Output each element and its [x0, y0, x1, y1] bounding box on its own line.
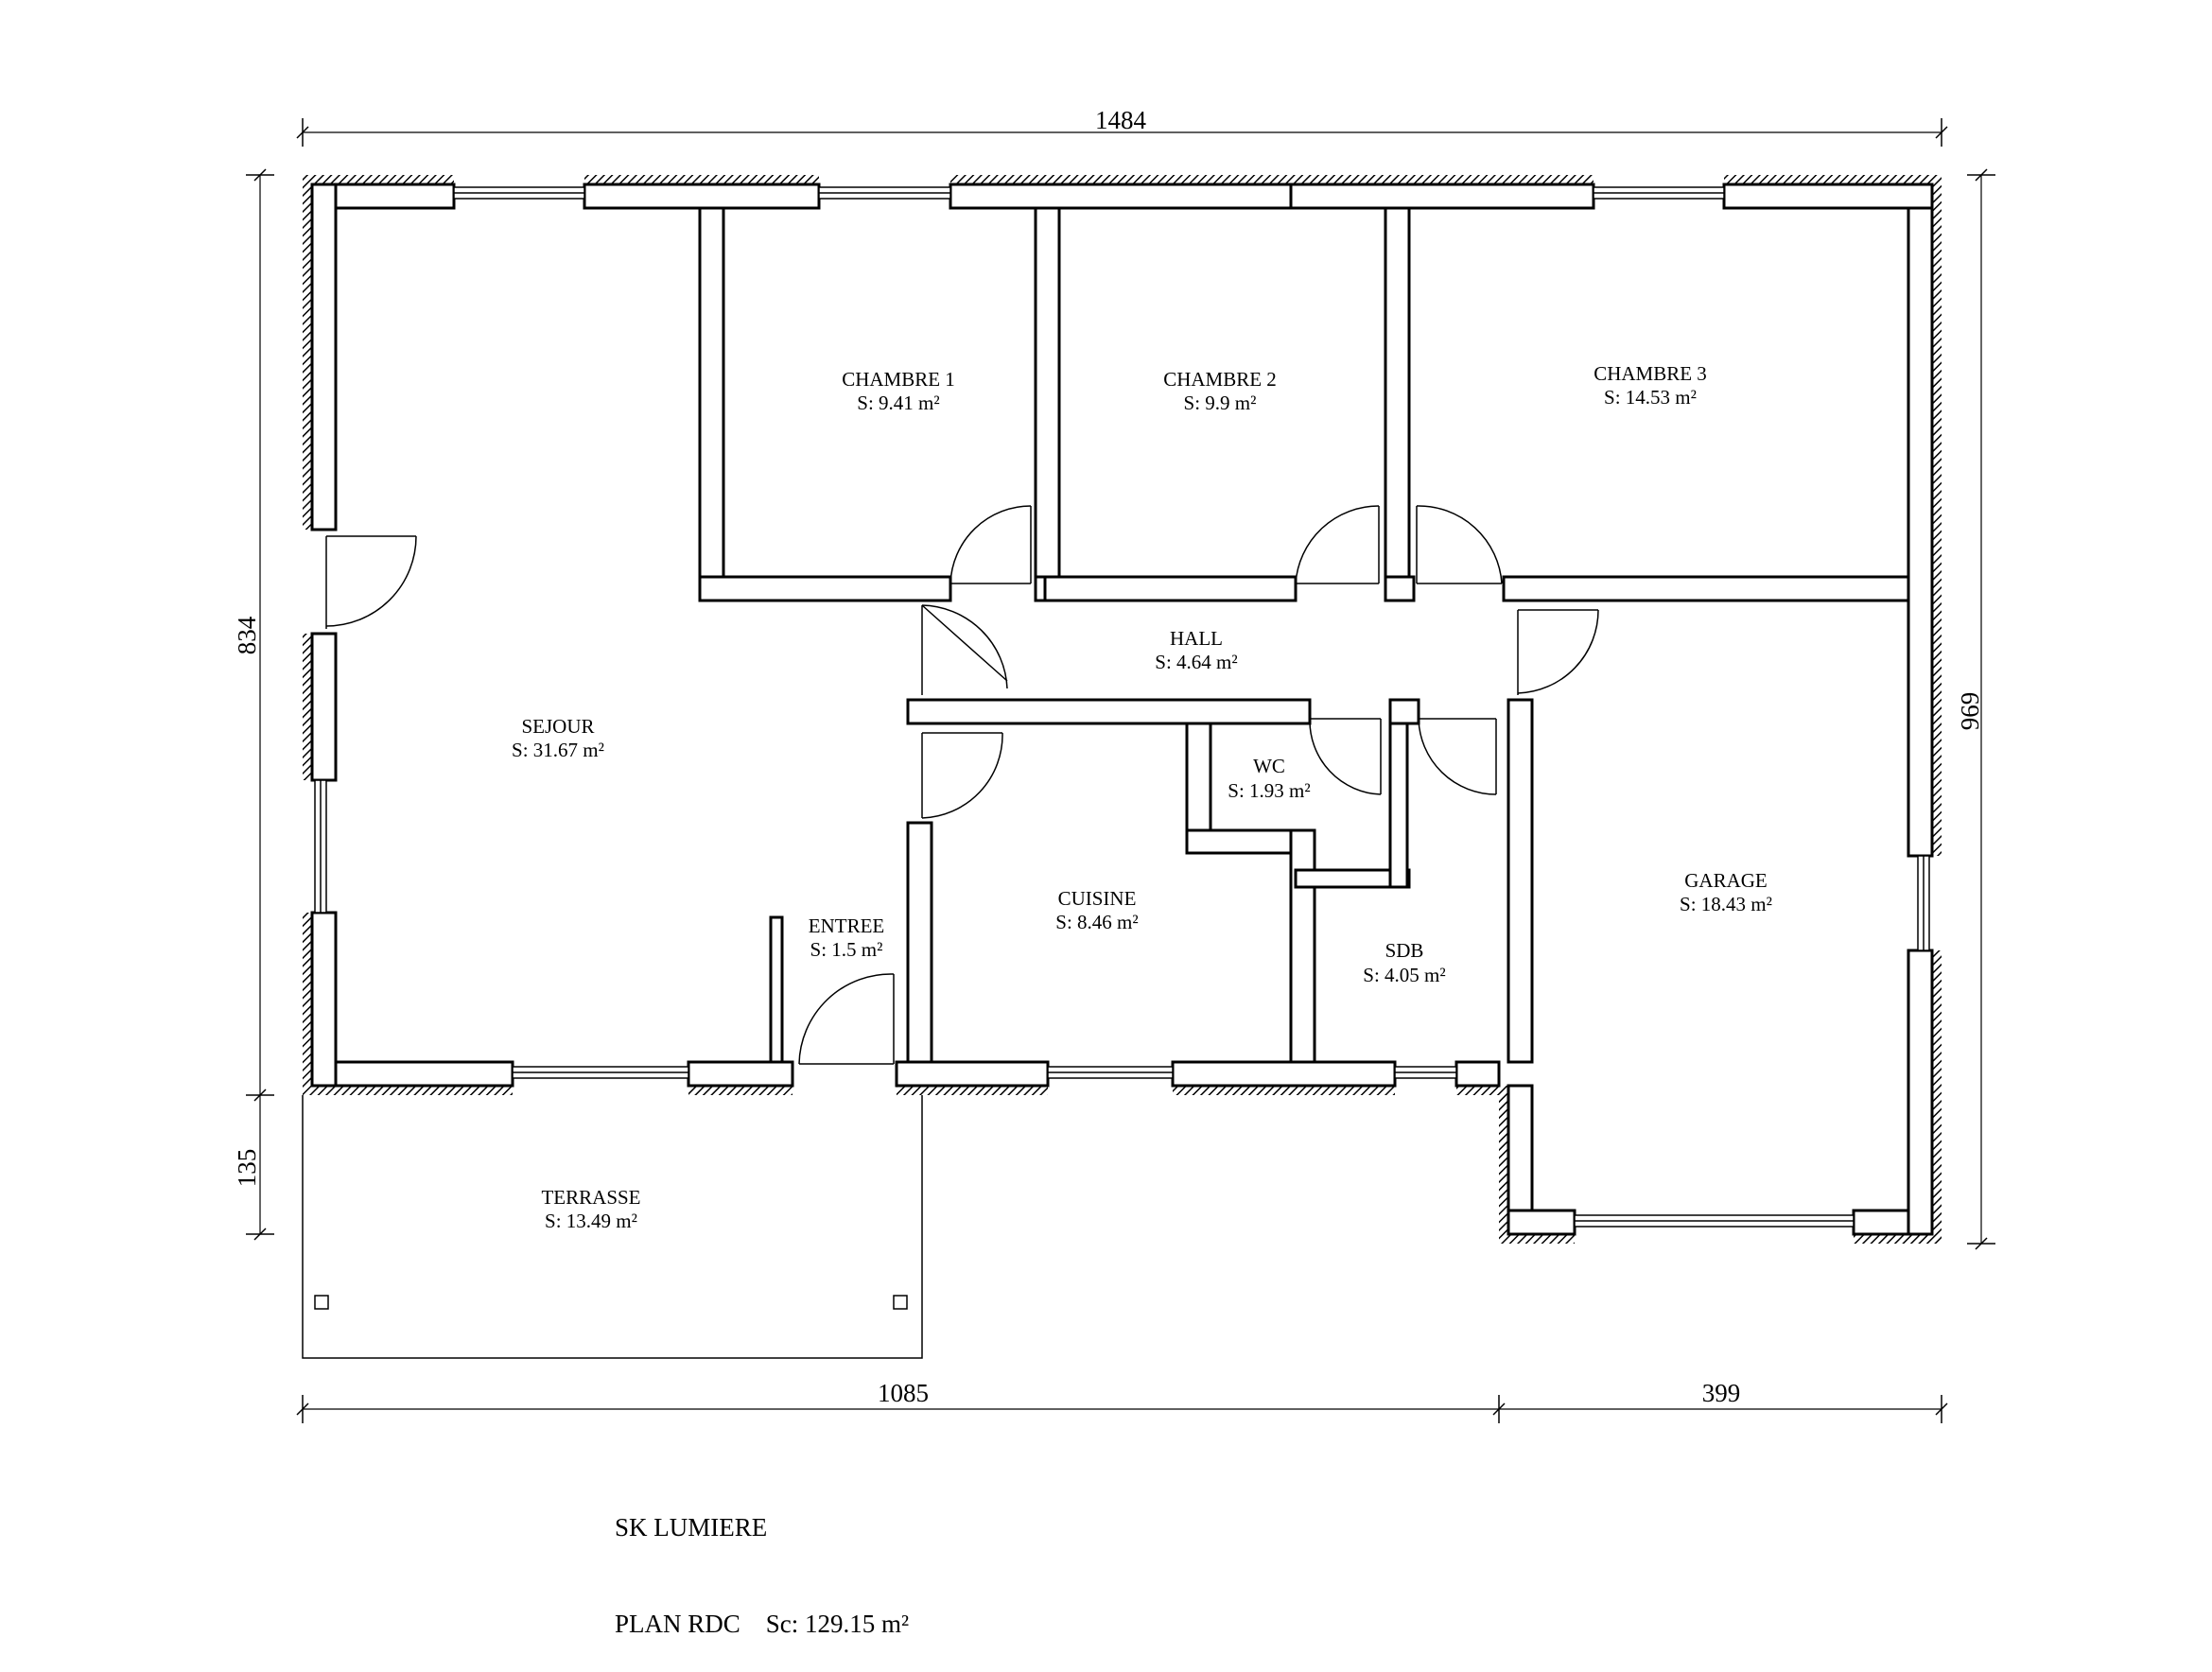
room-labels: CHAMBRE 1 S: 9.41 m² CHAMBRE 2 S: 9.9 m²…: [512, 362, 1772, 1232]
room-chambre-1-area: S: 9.41 m²: [857, 392, 939, 414]
dim-top-total: 1484: [1095, 106, 1147, 134]
room-entree-area: S: 1.5 m²: [810, 938, 883, 961]
room-sejour-name: SEJOUR: [521, 715, 594, 738]
dimension-values: 1484 834 135 969 1085 399: [233, 106, 1984, 1407]
room-garage-area: S: 18.43 m²: [1680, 893, 1772, 915]
title-plan: PLAN RDC Sc: 129.15 m²: [615, 1610, 910, 1638]
room-entree-name: ENTREE: [809, 914, 884, 937]
room-chambre-1-name: CHAMBRE 1: [842, 368, 955, 391]
terrace-outline: [302, 1095, 923, 1359]
room-wc-name: WC: [1253, 755, 1285, 777]
room-chambre-2-name: CHAMBRE 2: [1163, 368, 1277, 391]
dim-bottom-garage: 399: [1702, 1379, 1741, 1407]
room-cuisine-name: CUISINE: [1058, 887, 1137, 910]
windows: [314, 186, 1930, 1228]
dimension-lines: [246, 118, 1995, 1423]
room-terrasse-area: S: 13.49 m²: [545, 1210, 637, 1232]
dim-left-terrace: 135: [233, 1149, 261, 1188]
room-wc-area: S: 1.93 m²: [1228, 779, 1310, 802]
room-chambre-3-area: S: 14.53 m²: [1604, 386, 1697, 409]
room-sdb-area: S: 4.05 m²: [1363, 964, 1445, 986]
floor-plan: 1484 834 135 969 1085 399: [233, 106, 1995, 1423]
title-block: SK LUMIERE PLAN RDC Sc: 129.15 m²: [615, 1447, 909, 1672]
dim-bottom-main: 1085: [878, 1379, 929, 1407]
room-sdb-name: SDB: [1385, 939, 1424, 962]
dim-right-total: 969: [1956, 692, 1984, 731]
room-hall-name: HALL: [1170, 627, 1223, 650]
room-chambre-2-area: S: 9.9 m²: [1184, 392, 1257, 414]
room-hall-area: S: 4.64 m²: [1155, 651, 1237, 673]
title-project: SK LUMIERE: [615, 1513, 768, 1541]
room-cuisine-area: S: 8.46 m²: [1055, 911, 1138, 933]
room-chambre-3-name: CHAMBRE 3: [1594, 362, 1707, 385]
exterior-walls: [303, 175, 1942, 1244]
room-garage-name: GARAGE: [1684, 869, 1768, 892]
walls: [310, 183, 1934, 1236]
dim-left-total: 834: [233, 616, 261, 654]
doors: [325, 505, 1599, 1065]
room-terrasse-name: TERRASSE: [541, 1186, 640, 1209]
room-sejour-area: S: 31.67 m²: [512, 739, 604, 761]
